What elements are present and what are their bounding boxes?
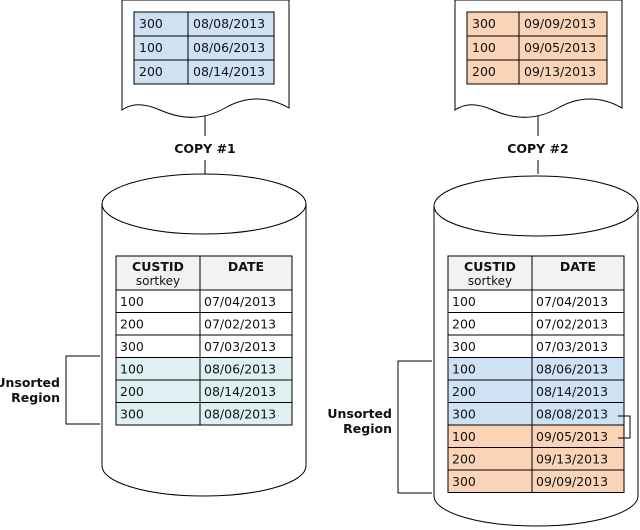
table-left-row-6-custid: 300 xyxy=(120,407,144,422)
doc2-row2-custid: 100 xyxy=(472,40,496,55)
table-right-sortkey-label: sortkey xyxy=(468,274,512,288)
copy-1-label: COPY #1 xyxy=(174,141,236,156)
table-right-date-header: DATE xyxy=(560,259,596,274)
table-right-row-5-date: 08/14/2013 xyxy=(536,384,608,399)
table-right-row-1: 100 07/04/2013 xyxy=(447,289,625,313)
right-table-small-bracket xyxy=(618,415,631,439)
doc2-row1-custid: 300 xyxy=(472,16,496,31)
table-left-row-4-custid: 100 xyxy=(120,362,144,377)
unsorted-region-left-label-line2: Region xyxy=(11,390,60,405)
table-left-rows: 100 07/04/2013 200 07/02/2013 300 07/03/2013 1… xyxy=(115,289,293,426)
table-left-row-5-custid: 200 xyxy=(120,384,144,399)
doc-table-copy-2: 300 09/09/2013 100 09/05/2013 200 09/13/… xyxy=(466,11,608,85)
doc2-row3-custid: 200 xyxy=(472,64,496,79)
table-left-date-header: DATE xyxy=(228,259,264,274)
doc1-row3-custid: 200 xyxy=(139,64,163,79)
table-left-custid-header: CUSTID xyxy=(132,259,184,274)
table-left-row-1: 100 07/04/2013 xyxy=(115,289,293,313)
table-right-row-7-date: 09/05/2013 xyxy=(536,429,608,444)
doc1-row1-date: 08/08/2013 xyxy=(193,16,265,31)
table-left-row-1-custid: 100 xyxy=(120,294,144,309)
doc1-row2-date: 08/06/2013 xyxy=(193,40,265,55)
table-right-row-1-custid: 100 xyxy=(452,294,476,309)
doc2-row2-date: 09/05/2013 xyxy=(524,40,596,55)
doc2-row1-date: 09/09/2013 xyxy=(524,16,596,31)
table-right-row-6-custid: 300 xyxy=(452,407,476,422)
table-left: CUSTID sortkey DATE 100 07/04/2013 200 07/0… xyxy=(115,255,293,426)
doc1-row3-date: 08/14/2013 xyxy=(193,64,265,79)
table-right-row-6-date: 08/08/2013 xyxy=(536,407,608,422)
table-right-header xyxy=(447,255,625,291)
table-right-row-8: 200 09/13/2013 xyxy=(447,447,625,471)
table-right-row-9-date-cell xyxy=(531,469,625,493)
table-right-row-4-custid: 100 xyxy=(452,362,476,377)
table-left-row-3-date: 07/03/2013 xyxy=(204,339,276,354)
table-right-row-9-date: 09/09/2013 xyxy=(536,474,608,489)
unsorted-region-left-bracket xyxy=(65,355,100,425)
copy-2-label: COPY #2 xyxy=(507,141,569,156)
table-left-row-6-date: 08/08/2013 xyxy=(204,407,276,422)
table-right-row-5-custid: 200 xyxy=(452,384,476,399)
unsorted-region-left-label-line1: Unsorted xyxy=(0,375,60,390)
table-left-row-6: 300 08/08/2013 xyxy=(115,402,293,426)
table-right: CUSTID sortkey DATE 100 07/04/2013 200 07/0… xyxy=(447,255,625,493)
table-right-row-8-custid: 200 xyxy=(452,452,476,467)
table-right-row-1-date: 07/04/2013 xyxy=(536,294,608,309)
table-right-row-4-date: 08/06/2013 xyxy=(536,362,608,377)
table-right-row-2-custid: 200 xyxy=(452,317,476,332)
table-right-row-7: 100 09/05/2013 xyxy=(447,424,625,448)
table-right-row-3-date: 07/03/2013 xyxy=(536,339,608,354)
doc1-row1-custid: 300 xyxy=(139,16,163,31)
table-right-row-7-custid: 100 xyxy=(452,429,476,444)
table-left-row-5: 200 08/14/2013 xyxy=(115,379,293,403)
table-right-row-2-date: 07/02/2013 xyxy=(536,317,608,332)
doc2-row3-date: 09/13/2013 xyxy=(524,64,596,79)
table-right-row-4: 100 08/06/2013 xyxy=(447,357,625,381)
table-right-row-9-custid: 300 xyxy=(452,474,476,489)
table-left-row-3-custid: 300 xyxy=(120,339,144,354)
unsorted-region-right-label-line1: Unsorted xyxy=(327,406,392,421)
table-right-row-6: 300 08/08/2013 xyxy=(447,402,625,426)
table-left-row-4: 100 08/06/2013 xyxy=(115,357,293,381)
unsorted-region-right-bracket xyxy=(397,360,432,494)
table-right-rows: 100 07/04/2013 200 07/02/2013 300 07/03/2013 1… xyxy=(447,289,625,493)
table-left-sortkey-label: sortkey xyxy=(136,274,180,288)
table-right-row-2: 200 07/02/2013 xyxy=(447,312,625,336)
table-right-row-9: 300 09/09/2013 xyxy=(447,469,625,493)
table-left-row-4-date: 08/06/2013 xyxy=(204,362,276,377)
table-right-row-5: 200 08/14/2013 xyxy=(447,379,625,403)
table-left-row-2: 200 07/02/2013 xyxy=(115,312,293,336)
table-left-row-5-date: 08/14/2013 xyxy=(204,384,276,399)
table-left-header xyxy=(115,255,293,291)
table-right-row-3-custid: 300 xyxy=(452,339,476,354)
table-right-row-8-date: 09/13/2013 xyxy=(536,452,608,467)
table-right-row-3: 300 07/03/2013 xyxy=(447,334,625,358)
document-copy-1: 300 08/08/2013 100 08/06/2013 200 08/14/… xyxy=(121,0,290,118)
document-copy-2: 300 09/09/2013 100 09/05/2013 200 09/13/… xyxy=(454,0,623,118)
table-right-custid-header: CUSTID xyxy=(464,259,516,274)
table-left-row-2-date: 07/02/2013 xyxy=(204,317,276,332)
table-left-row-2-custid: 200 xyxy=(120,317,144,332)
table-left-row-6-date-cell xyxy=(199,402,293,426)
doc-table-copy-1: 300 08/08/2013 100 08/06/2013 200 08/14/… xyxy=(133,11,275,85)
unsorted-region-right-label-line2: Region xyxy=(343,421,392,436)
table-left-row-3: 300 07/03/2013 xyxy=(115,334,293,358)
table-left-row-1-date: 07/04/2013 xyxy=(204,294,276,309)
doc1-row2-custid: 100 xyxy=(139,40,163,55)
